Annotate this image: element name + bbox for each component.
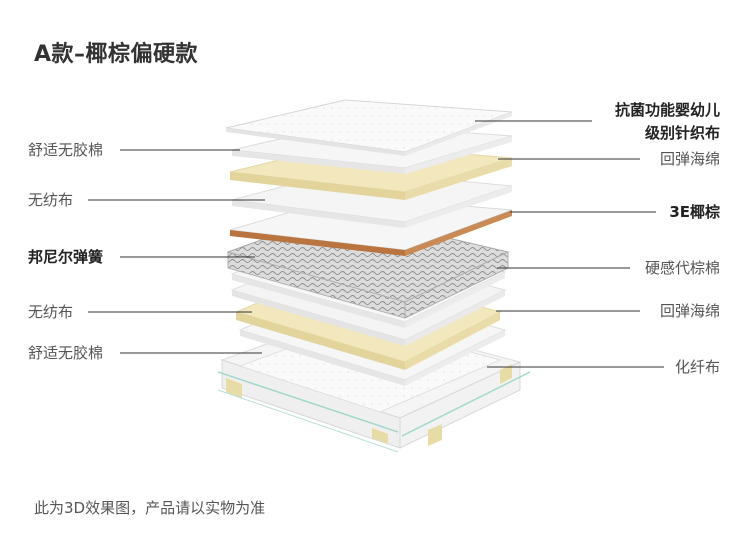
page-title: A款–椰棕偏硬款 <box>34 42 199 67</box>
label-comfort-cotton-upper: 舒适无胶棉 <box>28 141 104 159</box>
label-nonwoven-upper: 无纺布 <box>28 191 74 209</box>
label-sponge-lower: 回弹海绵 <box>659 302 720 320</box>
label-knit-fabric-line1: 抗菌功能婴幼儿 <box>614 101 720 119</box>
label-nonwoven-lower: 无纺布 <box>28 303 74 321</box>
label-sponge-upper: 回弹海绵 <box>659 150 720 168</box>
label-bonnell-spring: 邦尼尔弹簧 <box>28 248 104 266</box>
disclaimer-caption: 此为3D效果图，产品请以实物为准 <box>34 499 266 517</box>
label-synthetic-fabric: 化纤布 <box>674 358 720 376</box>
label-hard-felt: 硬感代棕棉 <box>644 259 720 277</box>
label-knit-fabric-line2: 级别针织布 <box>644 124 720 142</box>
label-3e-coir: 3E椰棕 <box>669 203 720 221</box>
layer-knit-fabric-top <box>225 99 513 156</box>
leader-lines <box>88 120 664 368</box>
label-comfort-cotton-lower: 舒适无胶棉 <box>28 344 104 362</box>
